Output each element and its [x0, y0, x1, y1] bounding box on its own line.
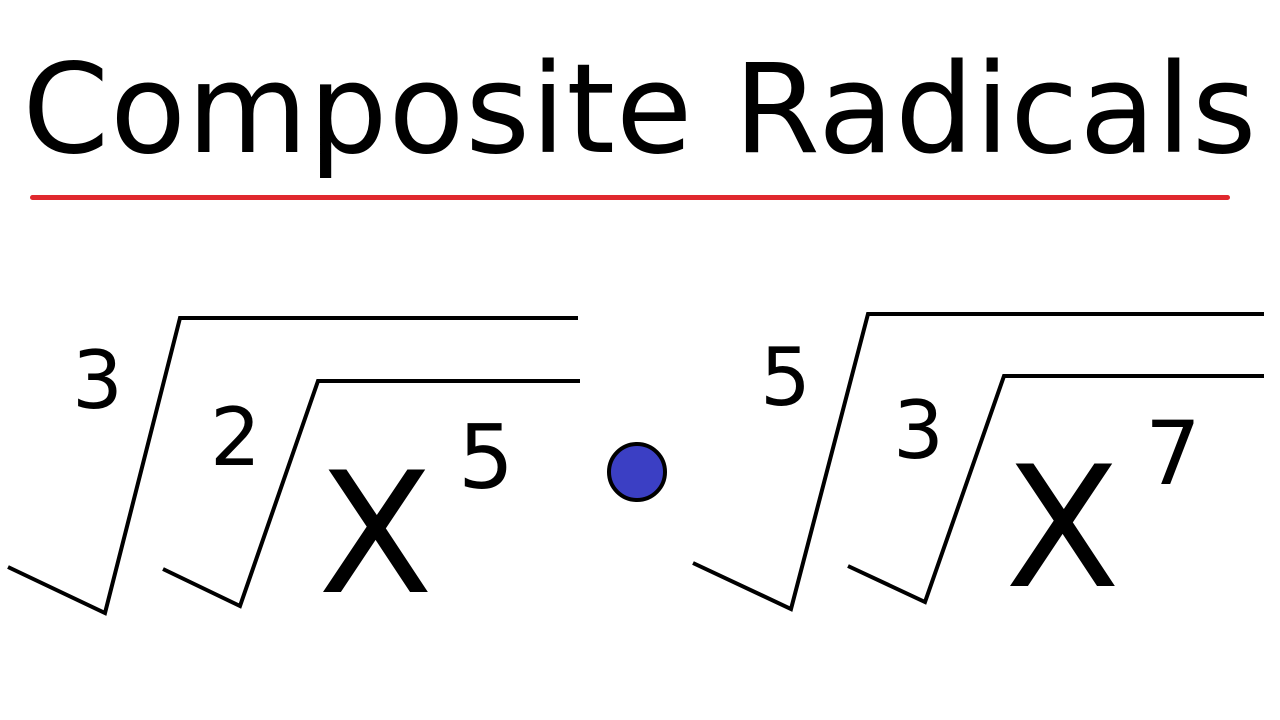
left-outer-index: 3 — [72, 334, 123, 427]
right-inner-radical: 3 — [847, 374, 1264, 605]
left-inner-radical-sign — [162, 379, 580, 609]
multiplication-dot — [607, 442, 667, 502]
right-inner-index: 3 — [893, 384, 944, 477]
right-exponent: 7 — [1145, 402, 1201, 505]
left-base: X — [318, 436, 433, 632]
right-base: X — [1005, 430, 1120, 626]
right-inner-radical-sign — [847, 374, 1264, 605]
page-title: Composite Radicals — [22, 38, 1258, 182]
left-inner-index: 2 — [210, 391, 261, 484]
right-outer-radical: 5 — [692, 312, 1264, 612]
left-inner-radical: 2 — [162, 379, 580, 609]
left-outer-radical: 3 — [7, 316, 578, 616]
right-outer-radical-sign — [692, 312, 1264, 612]
right-outer-index: 5 — [760, 331, 811, 424]
title-underline — [30, 195, 1230, 200]
left-outer-radical-sign — [7, 316, 578, 616]
left-exponent: 5 — [458, 406, 514, 509]
